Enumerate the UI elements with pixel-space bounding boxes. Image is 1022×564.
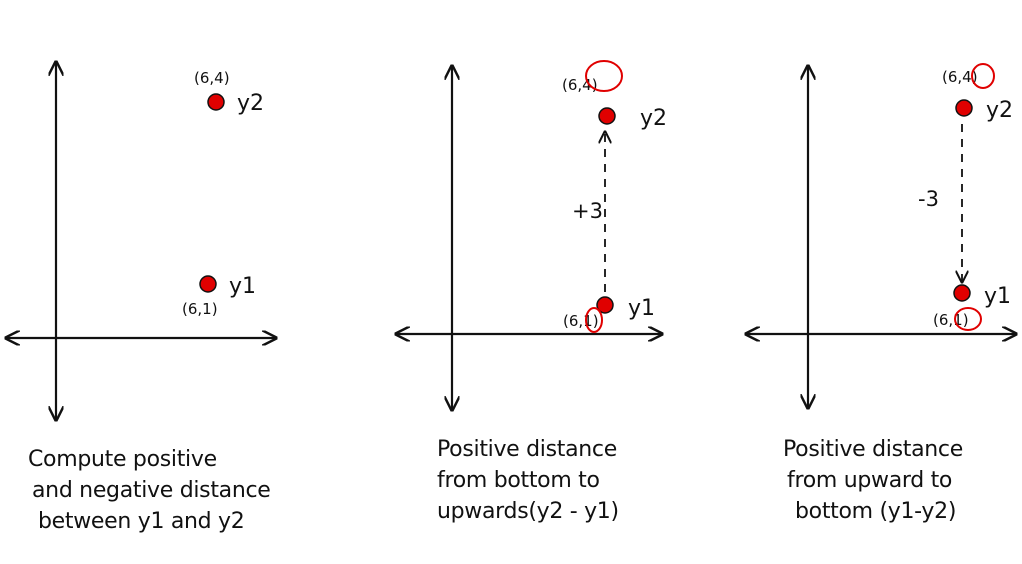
- panel-1-point-y2: [207, 93, 225, 111]
- panel-2-y2-label: y2: [640, 106, 667, 131]
- panel-3-distance-label: -3: [918, 187, 939, 211]
- panel-2-point-y2: [598, 107, 616, 125]
- panel-2: (6,4) y2 +3 y1 (6,1): [396, 60, 667, 410]
- panel-1-caption: Compute positive and negative distance b…: [28, 444, 271, 537]
- panel-2-caption: Positive distance from bottom to upwards…: [437, 434, 619, 527]
- panel-2-caption-line-3: upwards(y2 - y1): [437, 499, 619, 524]
- panel-2-point-y1: [596, 296, 614, 314]
- panel-3-y2-coord: (6,4): [942, 68, 978, 86]
- panel-3-y1-label: y1: [984, 284, 1011, 309]
- panel-1-y2-label: y2: [237, 91, 264, 116]
- panel-1-point-y1: [199, 275, 217, 293]
- panel-2-y1-coord: (6,1): [563, 312, 599, 330]
- panel-1-y1-coord: (6,1): [182, 300, 218, 318]
- panel-3-y1-highlight-circle: [954, 307, 982, 331]
- panel-1-caption-line-1: Compute positive: [28, 447, 217, 472]
- panel-2-y2-coord: (6,4): [562, 76, 598, 94]
- panel-3-point-y1: [953, 284, 971, 302]
- panel-3-y2-highlight-circle: [971, 63, 995, 89]
- panel-3-caption-line-2: from upward to: [787, 468, 953, 493]
- panel-2-distance-label: +3: [572, 199, 603, 223]
- panel-3-y2-label: y2: [986, 98, 1013, 123]
- panel-1-y2-coord: (6,4): [194, 69, 230, 87]
- panel-3: (6,4) y2 -3 y1 (6,1): [746, 63, 1016, 408]
- panel-2-caption-line-2: from bottom to: [437, 468, 600, 493]
- panel-1: (6,4) y2 y1 (6,1): [6, 62, 276, 420]
- panel-1-caption-line-3: between y1 and y2: [38, 509, 245, 534]
- panel-1-caption-line-2: and negative distance: [32, 478, 271, 503]
- panel-3-caption-line-3: bottom (y1-y2): [795, 499, 957, 524]
- panel-3-y1-coord: (6,1): [933, 311, 969, 329]
- panel-3-caption: Positive distance from upward to bottom …: [783, 434, 963, 527]
- panel-2-caption-line-1: Positive distance: [437, 437, 617, 462]
- panel-2-y1-highlight-circle: [585, 307, 603, 333]
- panel-1-y1-label: y1: [229, 274, 256, 299]
- panel-3-point-y2: [955, 99, 973, 117]
- panel-3-caption-line-1: Positive distance: [783, 437, 963, 462]
- panel-2-y1-label: y1: [628, 296, 655, 321]
- panel-2-y2-highlight-circle: [585, 60, 623, 92]
